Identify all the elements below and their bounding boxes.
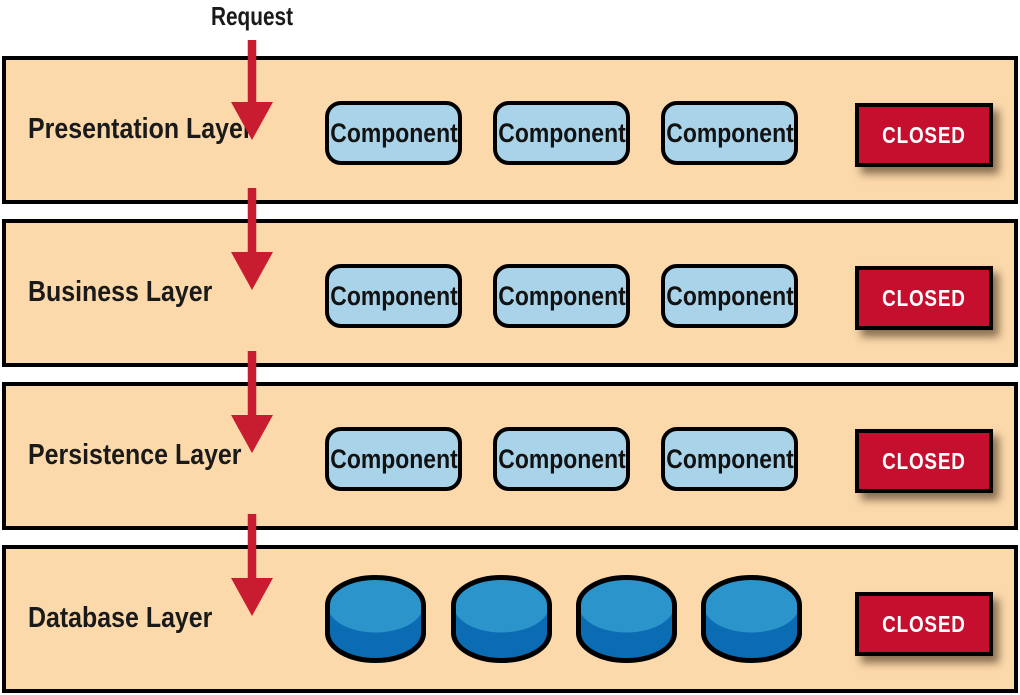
- database-icon: [701, 575, 802, 663]
- component-label: Component: [665, 443, 794, 474]
- closed-indicator: CLOSED: [855, 103, 993, 167]
- layer-database: Database Layer CLOSED: [2, 545, 1018, 693]
- layer-label: Business Layer: [28, 275, 213, 308]
- component-label: Component: [497, 443, 626, 474]
- closed-label: CLOSED: [882, 610, 966, 637]
- component-label: Component: [329, 117, 458, 148]
- layer-persistence: Persistence Layer Component Component Co…: [2, 382, 1018, 530]
- component-box: Component: [661, 264, 798, 328]
- closed-indicator: CLOSED: [855, 266, 993, 330]
- closed-indicator: CLOSED: [855, 429, 993, 493]
- component-box: Component: [325, 101, 462, 165]
- component-box: Component: [325, 264, 462, 328]
- component-label: Component: [329, 443, 458, 474]
- layer-presentation: Presentation Layer Component Component C…: [2, 56, 1018, 204]
- component-box: Component: [661, 427, 798, 491]
- closed-label: CLOSED: [882, 121, 966, 148]
- closed-label: CLOSED: [882, 284, 966, 311]
- closed-indicator: CLOSED: [855, 592, 993, 656]
- component-label: Component: [497, 280, 626, 311]
- request-label: Request: [210, 1, 294, 31]
- component-box: Component: [661, 101, 798, 165]
- component-label: Component: [665, 117, 794, 148]
- layer-label: Database Layer: [28, 601, 213, 634]
- layer-business: Business Layer Component Component Compo…: [2, 219, 1018, 367]
- layer-label: Persistence Layer: [28, 438, 242, 471]
- component-box: Component: [493, 427, 630, 491]
- layer-label: Presentation Layer: [28, 112, 253, 145]
- component-label: Component: [665, 280, 794, 311]
- component-box: Component: [493, 101, 630, 165]
- database-icon: [576, 575, 677, 663]
- component-box: Component: [325, 427, 462, 491]
- closed-label: CLOSED: [882, 447, 966, 474]
- component-label: Component: [497, 117, 626, 148]
- component-label: Component: [329, 280, 458, 311]
- database-icon: [451, 575, 552, 663]
- component-box: Component: [493, 264, 630, 328]
- database-icon: [325, 575, 426, 663]
